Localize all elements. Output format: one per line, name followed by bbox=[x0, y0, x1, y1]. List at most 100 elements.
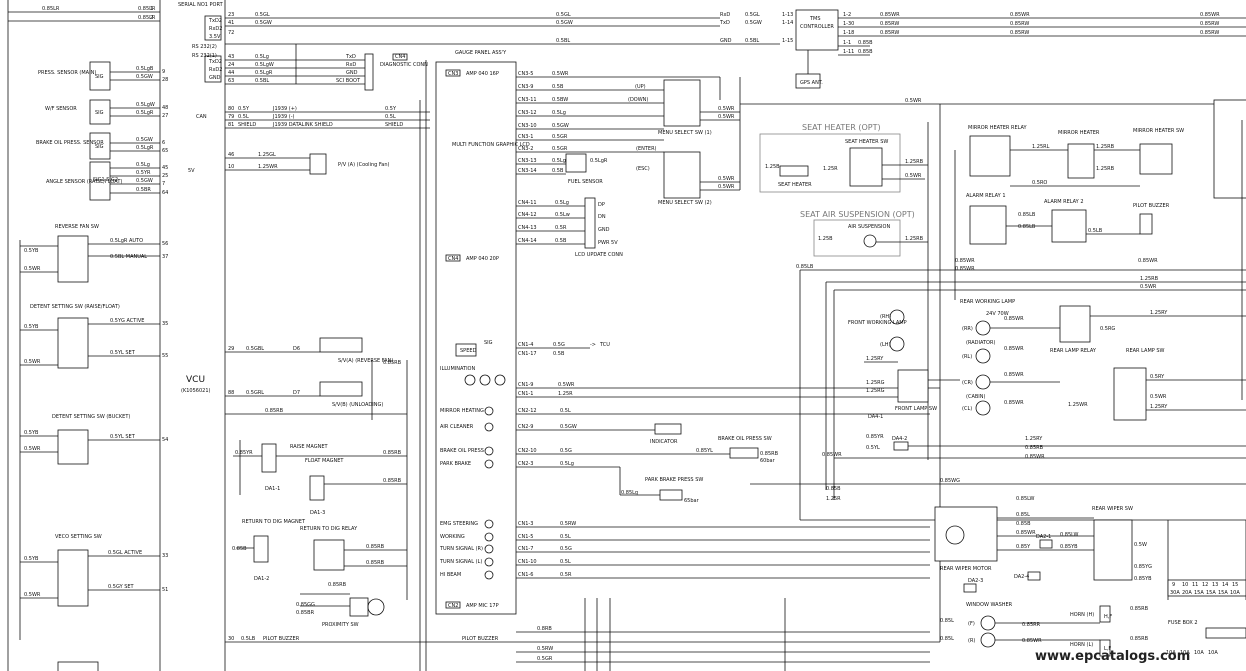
reverse-fan-sw-label: REVERSE FAN SW bbox=[55, 224, 99, 230]
svg-text:AIR CLEANER: AIR CLEANER bbox=[440, 424, 474, 430]
gauge-panel-title: GAUGE PANEL ASS'Y bbox=[455, 50, 507, 56]
svg-text:DA1-1: DA1-1 bbox=[265, 486, 280, 492]
svg-text:0.85LB: 0.85LB bbox=[1018, 224, 1036, 230]
svg-text:1.25RY: 1.25RY bbox=[1150, 404, 1168, 410]
svg-text:0.5GW: 0.5GW bbox=[136, 137, 153, 143]
svg-text:CN2-9: CN2-9 bbox=[518, 424, 533, 430]
svg-text:CN3: CN3 bbox=[448, 71, 458, 77]
diagnostic-conn-label: DIAGNOSTIC CONN bbox=[380, 62, 428, 68]
svg-text:0.85WR: 0.85WR bbox=[1016, 530, 1036, 536]
svg-text:0.5BL: 0.5BL bbox=[745, 38, 759, 44]
alarm-relay-2-label: ALARM RELAY 2 bbox=[1044, 199, 1084, 205]
svg-text:15A: 15A bbox=[1206, 590, 1216, 596]
svg-text:SIG1 SIG2: SIG1 SIG2 bbox=[93, 177, 118, 183]
svg-text:0.5Y: 0.5Y bbox=[238, 106, 250, 112]
svg-text:0.85WR: 0.85WR bbox=[1022, 638, 1042, 644]
svg-text:0.5GBL: 0.5GBL bbox=[246, 346, 264, 352]
svg-text:DA4-2: DA4-2 bbox=[892, 436, 907, 442]
svg-text:0.5Lg: 0.5Lg bbox=[255, 54, 269, 60]
svg-text:0.85WR: 0.85WR bbox=[1010, 12, 1030, 18]
svg-text:1-15: 1-15 bbox=[782, 38, 793, 44]
svg-text:0.85RW: 0.85RW bbox=[880, 30, 899, 36]
svg-text:0.5WR: 0.5WR bbox=[718, 176, 735, 182]
svg-text:AMP 040 20P: AMP 040 20P bbox=[466, 256, 499, 262]
power-label: 5V bbox=[188, 168, 195, 174]
svg-text:1-1: 1-1 bbox=[843, 40, 851, 46]
pilot-buzzer-label: PILOT BUZZER bbox=[1133, 203, 1170, 209]
svg-text:0.85YB: 0.85YB bbox=[1060, 544, 1078, 550]
svg-text:0.85LW: 0.85LW bbox=[1060, 532, 1078, 538]
svg-text:GND: GND bbox=[720, 38, 732, 44]
svg-text:0.85RB: 0.85RB bbox=[265, 408, 284, 414]
svg-text:0.5B: 0.5B bbox=[553, 351, 565, 357]
rear-wiper-sw-label: REAR WIPER SW bbox=[1092, 506, 1133, 512]
svg-text:0.85WR: 0.85WR bbox=[1004, 372, 1024, 378]
svg-text:CN1-1: CN1-1 bbox=[518, 391, 533, 397]
svg-text:0.85WR: 0.85WR bbox=[880, 12, 900, 18]
svg-text:56: 56 bbox=[162, 241, 168, 247]
svg-text:1.25RB: 1.25RB bbox=[905, 159, 924, 165]
svg-text:0.5YL SET: 0.5YL SET bbox=[110, 434, 136, 440]
svg-text:28: 28 bbox=[162, 77, 168, 83]
svg-text:PARK BRAKE: PARK BRAKE bbox=[440, 461, 471, 467]
svg-text:TxD: TxD bbox=[719, 20, 730, 26]
lamps: REAR WORKING LAMP 24V 70W (RH) (LH) FRON… bbox=[848, 299, 1246, 421]
svg-text:(RL): (RL) bbox=[962, 354, 972, 360]
svg-text:CN3-5: CN3-5 bbox=[518, 71, 533, 77]
front-lamp-sw-label: FRONT LAMP SW bbox=[895, 406, 937, 412]
svg-text:0.5L: 0.5L bbox=[560, 408, 571, 414]
svg-text:15: 15 bbox=[1232, 582, 1238, 588]
svg-text:0.85L: 0.85L bbox=[1016, 512, 1030, 518]
svg-text:1.25RY: 1.25RY bbox=[1150, 310, 1168, 316]
svg-text:20A: 20A bbox=[1182, 590, 1192, 596]
svg-text:45: 45 bbox=[162, 165, 168, 171]
svg-text:0.5LgW: 0.5LgW bbox=[255, 62, 274, 68]
serial-pin-35v: 3.5V bbox=[209, 34, 221, 40]
serial-port-title: SERIAL NO1 PORT bbox=[178, 2, 224, 8]
svg-text:0.5GRL: 0.5GRL bbox=[246, 390, 264, 396]
svg-text:SCI BOOT: SCI BOOT bbox=[336, 78, 361, 84]
wiper-horn: REAR WIPER MOTOR 0.85LW 0.85L 0.85B 0.85… bbox=[934, 496, 1152, 657]
svg-text:0.85RB: 0.85RB bbox=[1130, 606, 1149, 612]
svg-text:SIG: SIG bbox=[484, 340, 493, 346]
svg-text:0.5YB: 0.5YB bbox=[24, 430, 39, 436]
svg-text:41: 41 bbox=[228, 20, 234, 26]
svg-text:1.25RL: 1.25RL bbox=[1032, 144, 1050, 150]
svg-text:CN4-12: CN4-12 bbox=[518, 212, 537, 218]
seat-air-opt-label: SEAT AIR SUSPENSION (OPT) bbox=[800, 210, 915, 219]
alarm-relay-1-label: ALARM RELAY 1 bbox=[966, 193, 1006, 199]
svg-text:0.5BL MANUAL: 0.5BL MANUAL bbox=[110, 254, 147, 260]
svg-text:0.85B: 0.85B bbox=[858, 49, 873, 55]
menu-select-1-label: MENU SELECT SW (1) bbox=[658, 130, 712, 136]
wire-top-1: 0.85LR bbox=[42, 6, 60, 12]
svg-text:7: 7 bbox=[162, 181, 165, 187]
rear-lamp-sw-label: REAR LAMP SW bbox=[1126, 348, 1165, 354]
svg-text:RxD: RxD bbox=[720, 12, 730, 18]
svg-text:30: 30 bbox=[228, 636, 234, 642]
svg-text:1-14: 1-14 bbox=[782, 20, 793, 26]
svg-text:D6: D6 bbox=[293, 346, 300, 352]
svg-text:1.25RY: 1.25RY bbox=[1025, 436, 1043, 442]
svg-text:29: 29 bbox=[228, 346, 234, 352]
svg-text:1.25GL: 1.25GL bbox=[258, 152, 276, 158]
press-sensor-label: PRESS. SENSOR (MAIN) bbox=[38, 70, 96, 76]
svg-text:CN4: CN4 bbox=[395, 54, 405, 60]
svg-text:0.5R: 0.5R bbox=[555, 225, 567, 231]
svg-text:SIG: SIG bbox=[95, 144, 104, 150]
menu-select-2-label: MENU SELECT SW (2) bbox=[658, 200, 712, 206]
fuse-box-label: FUSE BOX 2 bbox=[1168, 620, 1198, 626]
svg-text:CN1-5: CN1-5 bbox=[518, 534, 533, 540]
svg-text:0.5WR: 0.5WR bbox=[718, 114, 735, 120]
svg-text:TURN SIGNAL (L): TURN SIGNAL (L) bbox=[439, 559, 482, 565]
rear-working-lamp-label: REAR WORKING LAMP bbox=[960, 299, 1015, 305]
svg-text:0.5GW: 0.5GW bbox=[552, 123, 569, 129]
svg-text:0.5BL: 0.5BL bbox=[556, 38, 570, 44]
return-to-dig-magnet-label: RETURN TO DIG MAGNET bbox=[242, 519, 306, 525]
svg-text:0.5BR: 0.5BR bbox=[136, 187, 151, 193]
serial-pin-txd2b: TxD2 bbox=[208, 59, 222, 65]
svg-text:DA2-1: DA2-1 bbox=[1036, 534, 1051, 540]
svg-text:0.85LW: 0.85LW bbox=[1016, 496, 1034, 502]
serial-pin-gnd: GND bbox=[209, 75, 221, 81]
svg-text:0.5Lw: 0.5Lw bbox=[555, 212, 570, 218]
svg-text:0.85WR: 0.85WR bbox=[822, 452, 842, 458]
